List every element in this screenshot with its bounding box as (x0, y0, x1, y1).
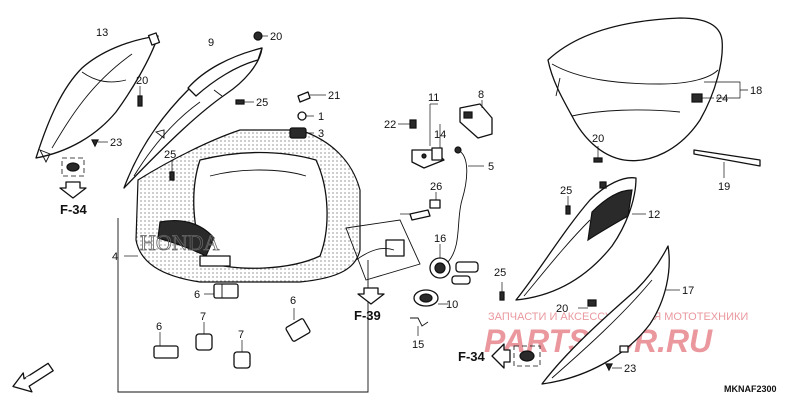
callout-1: 1 (318, 111, 324, 123)
part-7-damper-a (195, 322, 213, 351)
callout-6c: 6 (290, 295, 296, 307)
callout-6b: 6 (156, 321, 162, 333)
ref-f34-right-text: F-34 (458, 349, 486, 364)
callout-18: 18 (750, 85, 762, 97)
part-4-seat: HONDA (135, 129, 361, 283)
ref-f34-right: F-34 (458, 343, 541, 369)
callout-19: 19 (718, 181, 730, 193)
callout-13: 13 (96, 27, 108, 39)
part-6-bracket-a (204, 283, 239, 299)
callout-7b: 7 (238, 329, 244, 341)
part-17-side-cover (499, 245, 680, 385)
callout-9: 9 (208, 37, 214, 49)
part-12-rear-cowl (515, 177, 646, 301)
callout-4: 4 (112, 251, 118, 263)
part-11-lock-bracket (398, 103, 445, 169)
seat-group-outline (117, 218, 369, 393)
callout-7a: 7 (200, 311, 206, 323)
callout-21: 21 (328, 90, 340, 102)
part-6-bracket-c (285, 308, 311, 342)
callout-3: 3 (318, 128, 324, 140)
part-13-side-cover (35, 32, 161, 164)
ref-f34-left-text: F-34 (60, 202, 88, 217)
callout-10: 10 (446, 299, 458, 311)
callout-12: 12 (648, 209, 660, 221)
callout-25b: 25 (164, 149, 176, 161)
callout-20d: 20 (556, 303, 568, 315)
callout-22: 22 (384, 119, 396, 131)
callout-8: 8 (478, 89, 484, 101)
part-18-rear-seat (547, 17, 748, 162)
callout-26: 26 (430, 181, 442, 193)
fastener-20-right (593, 146, 603, 163)
part-16-key-cylinder (429, 244, 479, 285)
callout-23a: 23 (110, 137, 122, 149)
callout-5: 5 (488, 161, 494, 173)
callout-20a: 20 (270, 31, 282, 43)
callout-16: 16 (434, 233, 446, 245)
fasteners-left (91, 31, 268, 181)
callout-6a: 6 (194, 289, 200, 301)
seat-brand-text: HONDA (140, 230, 220, 255)
part-5-cable (447, 146, 484, 263)
part-9-side-cover (123, 47, 263, 189)
part-19-strap (693, 149, 761, 178)
callout-25c: 25 (560, 185, 572, 197)
callout-20b: 20 (136, 75, 148, 87)
callout-25a: 25 (256, 97, 268, 109)
ref-f39-text: F-39 (354, 308, 381, 323)
part-7-damper-b (233, 340, 251, 369)
part-26-clip (429, 192, 441, 209)
part-2-bolt (400, 209, 431, 221)
direction-indicator: FR. (12, 362, 54, 393)
callout-23b: 23 (624, 363, 636, 375)
part-10-ring (413, 289, 448, 307)
callout-17: 17 (682, 285, 694, 297)
part-8-latch (459, 100, 493, 139)
part-6-bracket-b (153, 332, 179, 359)
callout-14: 14 (434, 129, 446, 141)
part-15-spring (410, 317, 429, 336)
callout-11: 11 (428, 92, 439, 104)
callout-25d: 25 (494, 267, 506, 279)
ref-f34-left: F-34 (59, 157, 88, 217)
fasteners-center (289, 91, 326, 139)
diagram-code: MKNAF2300 (724, 384, 777, 394)
callout-15: 15 (412, 339, 424, 351)
callout-20c: 20 (592, 133, 604, 145)
ref-f39: F-39 (345, 219, 421, 323)
callout-24: 24 (716, 93, 728, 105)
